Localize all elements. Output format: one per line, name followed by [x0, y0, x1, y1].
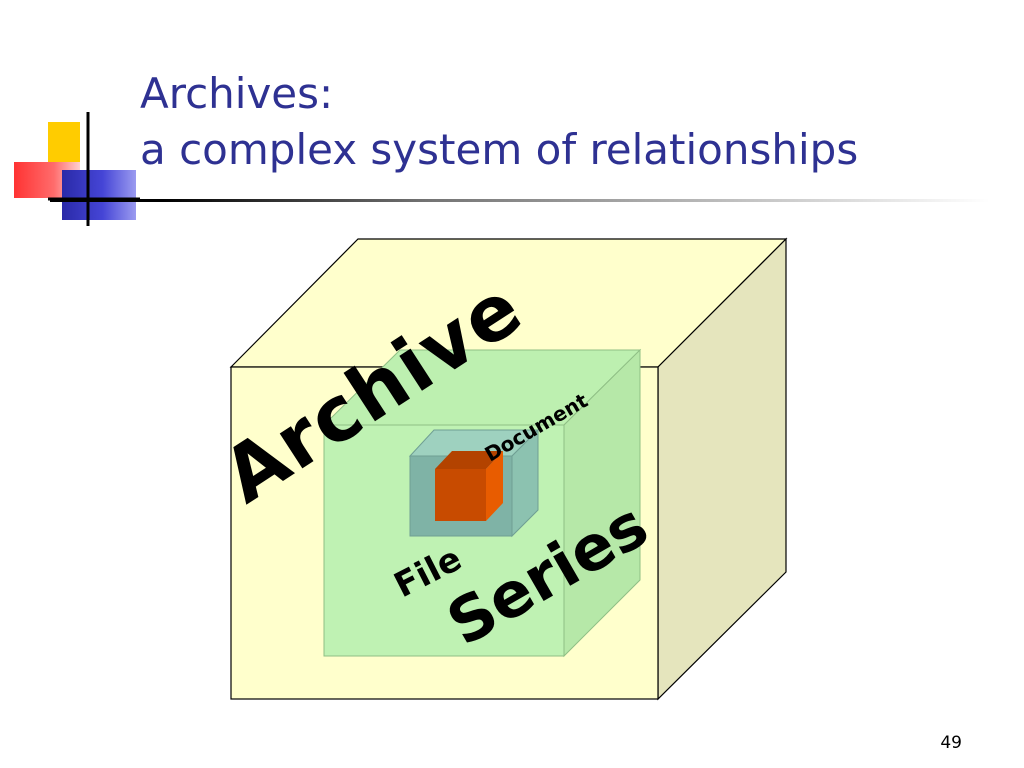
slide-title-line-2: a complex system of relationships [140, 125, 859, 174]
document-cube-front [435, 469, 486, 521]
title-underline [50, 199, 990, 202]
document-cube-top [435, 451, 503, 469]
document-cube-side [486, 451, 503, 521]
page-number: 49 [940, 733, 962, 753]
slide-title: Archives: a complex system of relationsh… [140, 66, 858, 178]
slide-title-line-1: Archives: [140, 69, 334, 118]
document-cube [435, 451, 503, 521]
